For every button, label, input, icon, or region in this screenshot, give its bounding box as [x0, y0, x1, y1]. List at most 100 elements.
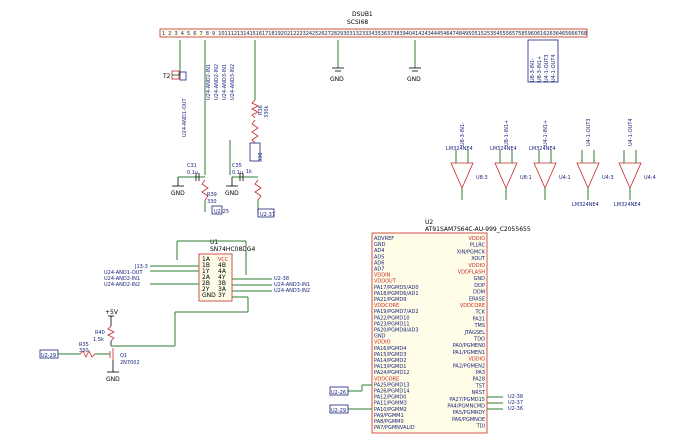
u2-pin-right: PA28 [473, 377, 485, 383]
u2-pin-left: PA8/PGMM0 [374, 419, 404, 425]
dsub-pin-number: 56 [506, 31, 512, 37]
dsub-pin-number: 41 [412, 31, 418, 37]
dsub-pin-number: 60 [531, 31, 537, 37]
u2-pin-right: PA0/PGMEN0 [453, 343, 485, 349]
dsub-pin-number: 54 [493, 31, 499, 37]
c31-ref: C31 [187, 163, 197, 169]
u2-ref: U2 [425, 219, 433, 226]
opamp-symbol [576, 162, 600, 189]
ic-u1[interactable]: U1 SN74HC08DG4 1A1B1Y2A2B2YGNDVCC4B4A4Y3… [150, 239, 272, 312]
u2-pin-left: PA7/PGMNVALID [374, 425, 415, 431]
r40-ref: R40 [95, 330, 105, 336]
dsub-right-net-labels: U8-3-IN1- U8-3-IN1+ U4-1-OUT3 U4-1-OUT4 [527, 39, 559, 83]
u2-pin-left: PA21/PGMD9 [374, 297, 406, 303]
dsub-pin-number: 52 [481, 31, 487, 37]
r35-ref: R35 [79, 342, 89, 348]
dsub-pin-number: 50 [468, 31, 474, 37]
dsub-pin-number: 14 [243, 31, 249, 37]
u2-pin-right: NRST [472, 390, 486, 396]
t2-testpoint[interactable]: T2 U24-AND1-OUT [162, 70, 188, 137]
u1-net-j13: J13-3 [134, 264, 148, 270]
dsub-pin-number: 34 [368, 31, 374, 37]
dsub-pin-number: 53 [487, 31, 493, 37]
u2-net-u2-38: U2-38 [508, 394, 523, 400]
resistor-r36[interactable]: R36 330k [251, 99, 270, 119]
opamp-group: U8:3LM324NE4U8-3-IN1-U8:1LM324NE4U8-1-IN… [446, 118, 656, 208]
gnd-label: GND [407, 76, 421, 83]
u2-pin-left: AD7 [374, 267, 384, 273]
r39-ref: R39 [207, 192, 217, 198]
capacitor-c35[interactable]: C35 0.1u GND [225, 163, 258, 197]
u1-net-and3-in1: U24-AND3-IN1 [274, 282, 310, 288]
u2-pin-left: VDDIN [374, 273, 391, 279]
opamp-net: U8-3-IN1- [460, 122, 466, 146]
dsub-pin-number: 30 [343, 31, 349, 37]
u1-pin-right: 4A [218, 268, 227, 275]
dsub-gnd-1: GND [330, 67, 344, 83]
dsub-pin-number: 22 [293, 31, 299, 37]
u2-pin-right: TDI [476, 424, 485, 430]
t2-net-flag [179, 71, 187, 81]
r33-net: U2-37 [260, 212, 275, 218]
dsub-pin-number: 5 [187, 31, 190, 37]
u1-pin-right: 4Y [218, 274, 226, 281]
c35-value: 0.1u [232, 170, 243, 176]
resistor-r34[interactable]: 330 [249, 119, 264, 162]
dsub-pin-number: 13 [237, 31, 243, 37]
u2-body [371, 232, 488, 434]
resistor-r39[interactable]: R39 330 U2-25 [201, 179, 229, 215]
dsub-gnd-2: GND [407, 67, 421, 83]
dsub-pin-number: 12 [231, 31, 237, 37]
u2-pin-left: PA12/PGMD0 [374, 395, 406, 401]
dsub-right-net-0: U8-3-IN1- [530, 58, 536, 82]
dsub-pin-number: 32 [356, 31, 362, 37]
u2-pin-right: PA3 [476, 370, 485, 376]
u1-pin-left: 1B [202, 262, 210, 269]
r35-value: 330 [79, 348, 89, 354]
u2-pin-left: PA20/PGMD8/AD3 [374, 328, 419, 334]
dsub-pin-number: 9 [212, 31, 215, 37]
u2-pin-right: DDM [473, 290, 485, 296]
u1-pin-left: 1Y [202, 268, 210, 275]
dsub-pin-number: 40 [406, 31, 412, 37]
opamp-unit: U8:3 [476, 175, 488, 181]
r40-value: 1.5k [93, 337, 104, 343]
u1-ref: U1 [210, 239, 218, 246]
dsub-pin-number: 10 [218, 31, 224, 37]
u2-pin-right: PA4/PGMNCMD [447, 404, 485, 410]
u1-body [198, 253, 233, 302]
dsub-pin-number: 6 [193, 31, 196, 37]
dsub-right-net-1: U8-3-IN1+ [537, 56, 543, 82]
transistor-q1[interactable]: +5V R40 1.5k Q1 2N7002 GND R35 330 U2-29 [39, 309, 248, 383]
gnd-label: GND [106, 376, 120, 383]
capacitor-c31[interactable]: C31 0.1u GND [171, 163, 205, 197]
u2-pin-left: VDDIO [374, 340, 391, 346]
ic-u2[interactable]: U2 AT91SAM7S64C-AU-999_C2055655 ADVREFGN… [329, 219, 531, 434]
dsub-pin-number: 17 [262, 31, 268, 37]
u2-pin-right: PA31 [473, 316, 485, 322]
u2-pin-right: DDP [474, 283, 485, 289]
dsub-pin-number: 57 [512, 31, 518, 37]
dsub-pin-number: 31 [350, 31, 356, 37]
dsub-pin-number: 61 [537, 31, 543, 37]
dsub-pin-number: 62 [543, 31, 549, 37]
dsub-pin-number: 65 [562, 31, 568, 37]
u1-pin-right: 3B [218, 280, 226, 287]
dsub-pin-number: 26 [318, 31, 324, 37]
u1-net-u2-38: U2-38 [274, 276, 289, 282]
resistor-r33[interactable]: 1k U2-37 [246, 169, 275, 218]
dsub-pin-number: 59 [525, 31, 531, 37]
dsub-pin-number: 33 [362, 31, 368, 37]
u2-pin-left: VDDCORE [374, 376, 399, 382]
dsub-pin-number: 35 [375, 31, 381, 37]
u1-pin-left: 2A [202, 274, 211, 281]
dsub-pin-number: 63 [550, 31, 556, 37]
opamp-ref: LM324NE4 [490, 146, 517, 152]
dsub-pin-number: 47 [450, 31, 456, 37]
